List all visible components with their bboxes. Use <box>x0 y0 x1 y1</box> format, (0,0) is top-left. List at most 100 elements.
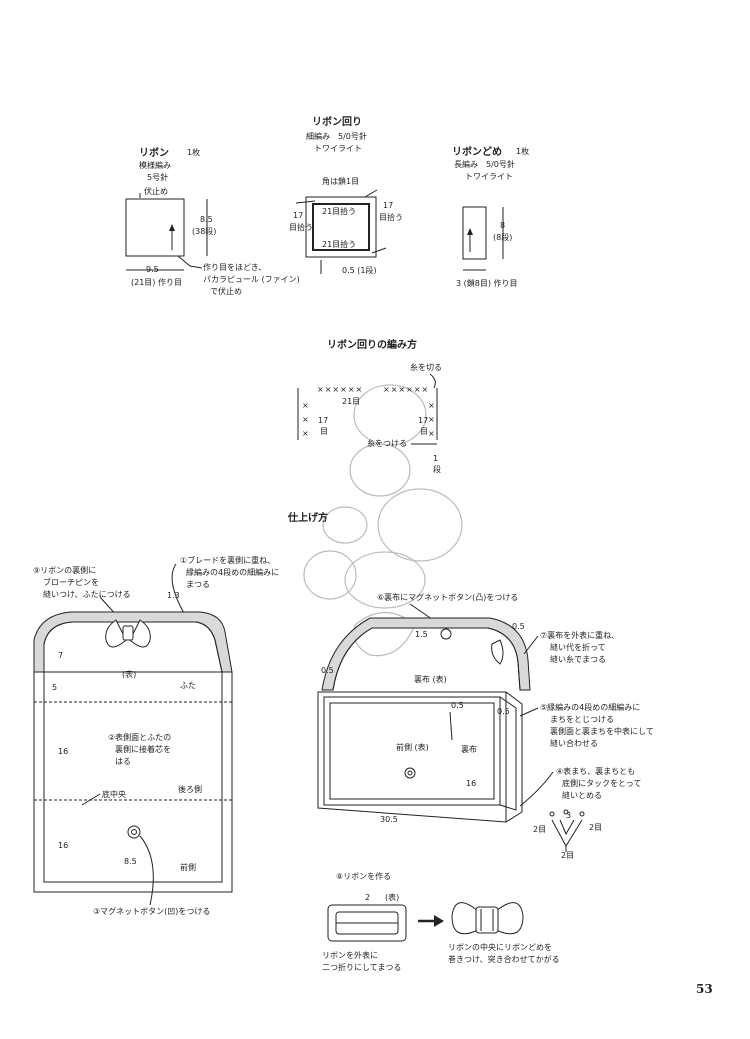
step9-line1: ⑨リボンの裏側に <box>33 565 96 575</box>
stopper-chain-start: 3 (鎖8目) 作り目 <box>456 278 518 288</box>
bow-right-line1: リボンの中央にリボンどめを <box>448 942 552 952</box>
dim-16b: 16 <box>58 841 68 850</box>
arrow-right-head <box>434 915 444 927</box>
method-one-row-num: 1 <box>433 454 438 463</box>
ribbon-width: 9.5 <box>146 265 159 274</box>
step4-leader <box>519 771 554 807</box>
dim-8-5: 8.5 <box>124 857 137 866</box>
method-cross-right: ×××××× <box>383 385 429 394</box>
stopper-rows: (8段) <box>493 232 512 242</box>
front-side-label: 前側 <box>180 862 196 872</box>
stopper-pattern: 長編み 5/0号針 <box>454 159 515 169</box>
step7-line1: ⑦裏布を外表に重ね、 <box>540 630 619 640</box>
bag-gusset <box>499 696 517 811</box>
stopper-yarn: トワイライト <box>465 172 513 181</box>
lining-face-label: 裏布 (表) <box>414 674 447 684</box>
dim-0-5a: 0.5 <box>512 622 525 631</box>
edge-yarn: トワイライト <box>314 144 362 153</box>
ribbon-needle: 5号針 <box>147 172 168 182</box>
step9-line2: ブローチピンを <box>43 577 99 587</box>
body-inner <box>43 671 223 883</box>
flat-bag-diagram: ⑨リボンの裏側に ブローチピンを 縫いつけ、ふたにつける ①ブレードを裏側に重ね… <box>33 555 279 916</box>
method-top-count: 21目 <box>342 397 360 406</box>
ribbon-diagram: リボン 1枚 模様編み 5号針 伏止め 8.5 (38段) 9.5 (21目) … <box>125 146 300 296</box>
method-cut-leader <box>429 373 436 389</box>
step7-leader <box>523 635 539 655</box>
method-left-unit: 目 <box>320 427 328 436</box>
step7-line3: 縫い糸でまつる <box>550 654 606 664</box>
edge-pick-top: 21目拾う <box>322 206 356 216</box>
tuck-3: 3 <box>566 811 571 820</box>
cactus-decoration <box>303 384 463 657</box>
lining-label: 裏布 <box>461 744 477 754</box>
ribbon-edge-diagram: リボン回り 細編み 5/0号針 トワイライト 角は鎖1目 21目拾う 21目拾う… <box>289 115 403 275</box>
edge-arrow-1 <box>295 200 316 204</box>
method-left-num: 17 <box>318 416 328 425</box>
edge-arrow-3 <box>371 247 387 254</box>
step4-line1: ④表まち、裏まちとも <box>556 766 635 776</box>
ribbon-arrow-head <box>169 224 175 231</box>
bottom-center-label: 底中央 <box>102 789 126 799</box>
step8-label: ⑧リボンを作る <box>336 871 391 881</box>
method-right-num: 17 <box>418 416 428 425</box>
dim-1-3: 1.3 <box>167 591 180 600</box>
lining-fold-line <box>449 711 453 741</box>
stopper-arrow-head <box>467 228 473 235</box>
bag-front-inner <box>329 702 495 800</box>
bottom-center-leader <box>81 793 101 806</box>
front-label: (表) <box>122 669 136 679</box>
stopper-count: 1枚 <box>516 146 529 156</box>
edge-left-txt: 目拾う <box>289 222 313 232</box>
edge-outer-rect <box>305 196 377 258</box>
step6-label: ⑥裏布にマグネットボタン(凸)をつける <box>377 592 518 602</box>
bow-making-diagram: ⑧リボンを作る 2 (表) リボンを外表に 二つ折りにしてまつる リボンの中央に… <box>322 871 560 972</box>
edge-right-num: 17 <box>383 201 393 210</box>
flap-bow <box>105 619 151 648</box>
finished-bow-icon <box>451 902 524 935</box>
edge-pattern: 細編み 5/0号針 <box>306 131 367 141</box>
step1-leader <box>171 563 186 616</box>
method-cut-yarn: 糸を切る <box>410 362 442 372</box>
dim-0-5d: 0.5 <box>497 707 510 716</box>
dim-30-5: 30.5 <box>380 815 398 824</box>
bag-flap-notch <box>491 639 504 665</box>
step5-line4: 縫い合わせる <box>550 738 598 748</box>
dim-7: 7 <box>58 651 63 660</box>
tuck-2-right: 2目 <box>589 823 602 832</box>
edge-corner: 角は鎖1目 <box>322 176 359 186</box>
magnet-leader <box>139 835 154 906</box>
bow-face-label: (表) <box>385 892 399 902</box>
ribbon-note-2: パカラピュール (ファイン) <box>203 275 300 284</box>
ribbon-note-3: で伏止め <box>210 286 242 296</box>
tuck-2-bottom: 2目 <box>561 851 574 860</box>
dim-1-5: 1.5 <box>415 630 428 639</box>
method-cross-col-l2: × <box>302 415 309 424</box>
bag-front-panel <box>323 696 501 806</box>
tuck-2-left: 2目 <box>533 825 546 834</box>
stopper-height: 8 <box>500 221 505 230</box>
step2-line1: ②表側面とふたの <box>108 732 171 742</box>
ribbon-note-leader <box>177 255 203 269</box>
dim-0-5c: 0.5 <box>451 701 464 710</box>
stopper-rect <box>462 206 487 260</box>
edge-pick-bottom: 21目拾う <box>322 239 356 249</box>
step5-line1: ⑤縁編みの4段めの細編みに <box>540 702 640 712</box>
step4-line3: 縫いとめる <box>562 790 602 800</box>
step3-label: ③マグネットボタン(凹)をつける <box>93 906 210 916</box>
step7-line2: 縫い代を折って <box>550 642 606 652</box>
stopper-title: リボンどめ <box>452 145 502 158</box>
ribbon-count: 1枚 <box>187 147 200 157</box>
dim-16c: 16 <box>466 779 476 788</box>
method-title: リボン回りの編み方 <box>327 338 417 351</box>
back-side-label: 後ろ側 <box>178 784 202 794</box>
method-attach-yarn: 糸をつける <box>367 438 407 448</box>
bag-magnet-icon <box>404 767 416 779</box>
ribbon-stopper-diagram: リボンどめ 1枚 長編み 5/0号針 トワイライト 8 (8段) 3 (鎖8目)… <box>452 145 529 288</box>
flap-outline <box>43 621 223 673</box>
method-cross-col-l1: × <box>302 401 309 410</box>
bow-dim-2: 2 <box>365 893 370 902</box>
step1-line2: 縁編みの4段めの細編みに <box>186 567 279 577</box>
step2-line3: はる <box>115 757 131 766</box>
ribbon-title: リボン <box>139 146 169 159</box>
ribbon-pattern: 模様編み <box>139 160 171 170</box>
